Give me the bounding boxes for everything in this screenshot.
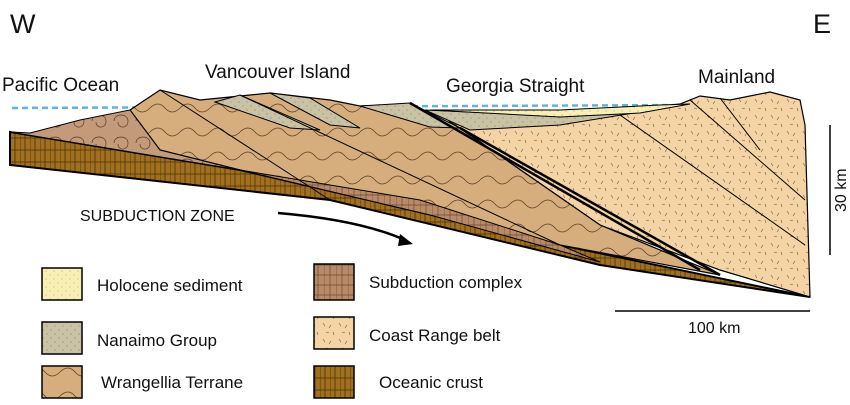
holocene-sediment-layer	[429, 103, 691, 118]
legend-swatch-oceanic-crust	[313, 365, 355, 399]
legend-swatch-coast-range	[313, 316, 355, 350]
subduction-complex-wedge	[239, 169, 601, 263]
vancouver-island-label: Vancouver Island	[205, 62, 350, 83]
legend-label-subduction: Subduction complex	[369, 273, 523, 292]
legend-swatch-nanaimo	[41, 321, 83, 355]
arrow-head-icon	[398, 234, 413, 246]
east-label: E	[813, 9, 831, 39]
sea-level-line	[11, 103, 691, 110]
legend-swatch-holocene	[41, 267, 83, 301]
mainland-label: Mainland	[698, 67, 775, 88]
subduction-arrow	[277, 211, 406, 242]
fault-lines	[159, 89, 806, 277]
west-label: W	[10, 9, 36, 39]
legend-swatch-subduction	[313, 263, 355, 301]
subduction-complex-accretion	[9, 109, 241, 171]
pacific-ocean-label: Pacific Ocean	[2, 75, 119, 96]
legend-label-wrangellia: Wrangellia Terrane	[101, 373, 243, 392]
subduction-zone-label: SUBDUCTION ZONE	[80, 208, 235, 225]
legend: Holocene sediment Nanaimo Group Wrangell…	[41, 263, 523, 399]
georgia-straight-label: Georgia Straight	[446, 76, 585, 97]
horizontal-scale-label: 100 km	[688, 320, 740, 337]
legend-label-nanaimo: Nanaimo Group	[97, 331, 217, 350]
vertical-scale-label: 30 km	[833, 168, 850, 212]
nanaimo-wedge-2	[269, 92, 361, 129]
legend-swatch-wrangellia	[41, 365, 83, 399]
legend-label-coast-range: Coast Range belt	[369, 326, 501, 345]
nanaimo-wedge-1	[213, 94, 321, 131]
legend-label-oceanic-crust: Oceanic crust	[379, 373, 483, 392]
legend-label-holocene: Holocene sediment	[97, 276, 243, 295]
